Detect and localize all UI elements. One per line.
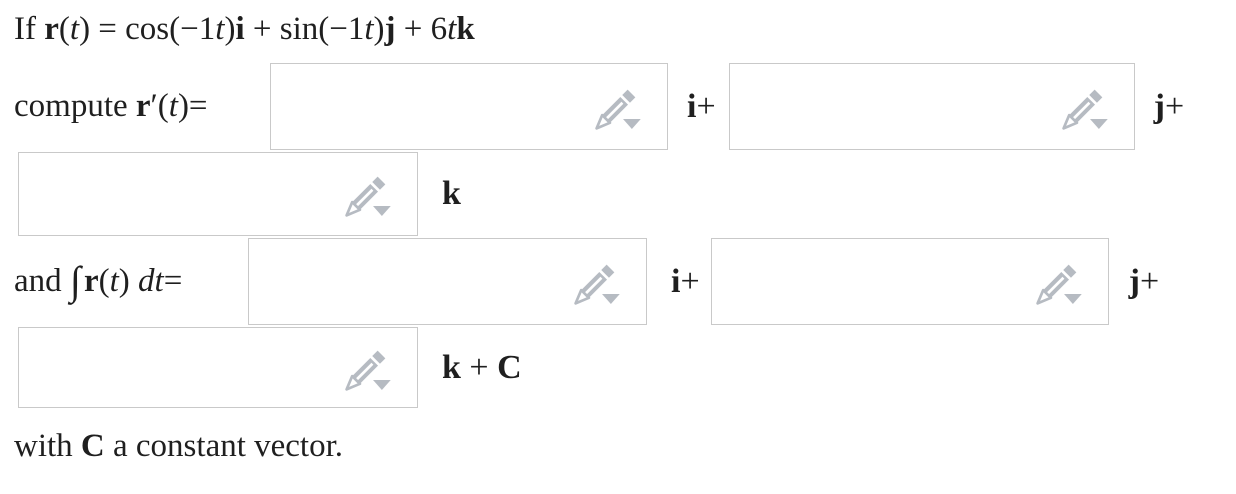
integral-row-k: k + C	[14, 327, 1236, 408]
pencil-icon	[1061, 89, 1108, 130]
answer-input-integral-i[interactable]	[248, 238, 647, 325]
dropdown-triangle-icon	[602, 293, 620, 304]
webwork-problem: If r(t) = cos(−1t)i + sin(−1t)j + 6tk co…	[14, 6, 1236, 469]
derivative-label: compute r′(t)=	[14, 88, 208, 124]
pencil-dropdown-icon[interactable]	[341, 341, 395, 395]
pencil-icon	[595, 89, 641, 130]
integral-label: and ∫r(t) dt=	[14, 258, 183, 304]
answer-input-derivative-i[interactable]	[270, 63, 668, 150]
pencil-icon	[574, 264, 620, 305]
answer-input-integral-j[interactable]	[710, 238, 1109, 325]
pencil-dropdown-icon[interactable]	[570, 255, 624, 309]
pencil-tip	[595, 113, 612, 130]
pencil-tip	[574, 288, 591, 305]
pencil-icon	[345, 176, 391, 217]
pencil-dropdown-icon[interactable]	[341, 167, 395, 221]
answer-input-derivative-k[interactable]	[18, 152, 418, 236]
pencil-tip	[1061, 113, 1078, 130]
pencil-tip	[345, 374, 362, 391]
unit-k-plus-c-label: k + C	[442, 348, 522, 386]
unit-k-label: k	[442, 175, 461, 212]
problem-statement: If r(t) = cos(−1t)i + sin(−1t)j + 6tk	[14, 11, 475, 47]
constant-vector-note: with C a constant vector.	[14, 428, 344, 464]
pencil-dropdown-icon[interactable]	[591, 80, 645, 134]
unit-i-plus-label: i+	[671, 262, 700, 300]
unit-i-plus-label: i+	[687, 87, 716, 125]
pencil-tip	[345, 200, 362, 217]
derivative-row-ij: compute r′(t)= i+ j+	[14, 63, 1236, 150]
pencil-icon	[345, 350, 391, 391]
unit-j-plus-label: j+	[1128, 262, 1160, 300]
dropdown-triangle-icon	[1089, 118, 1108, 129]
dropdown-triangle-icon	[1063, 293, 1082, 304]
unit-j-plus-label: j+	[1153, 87, 1185, 125]
dropdown-triangle-icon	[623, 118, 641, 129]
pencil-tip	[1035, 288, 1052, 305]
pencil-dropdown-icon[interactable]	[1058, 80, 1112, 134]
integral-row-ij: and ∫r(t) dt= i+ j+	[14, 238, 1236, 325]
derivative-row-k: k	[14, 152, 1236, 236]
answer-input-derivative-j[interactable]	[728, 63, 1135, 150]
dropdown-triangle-icon	[373, 205, 391, 216]
pencil-icon	[1035, 264, 1082, 305]
dropdown-triangle-icon	[373, 379, 391, 390]
answer-input-integral-k[interactable]	[18, 327, 418, 408]
pencil-dropdown-icon[interactable]	[1032, 255, 1086, 309]
